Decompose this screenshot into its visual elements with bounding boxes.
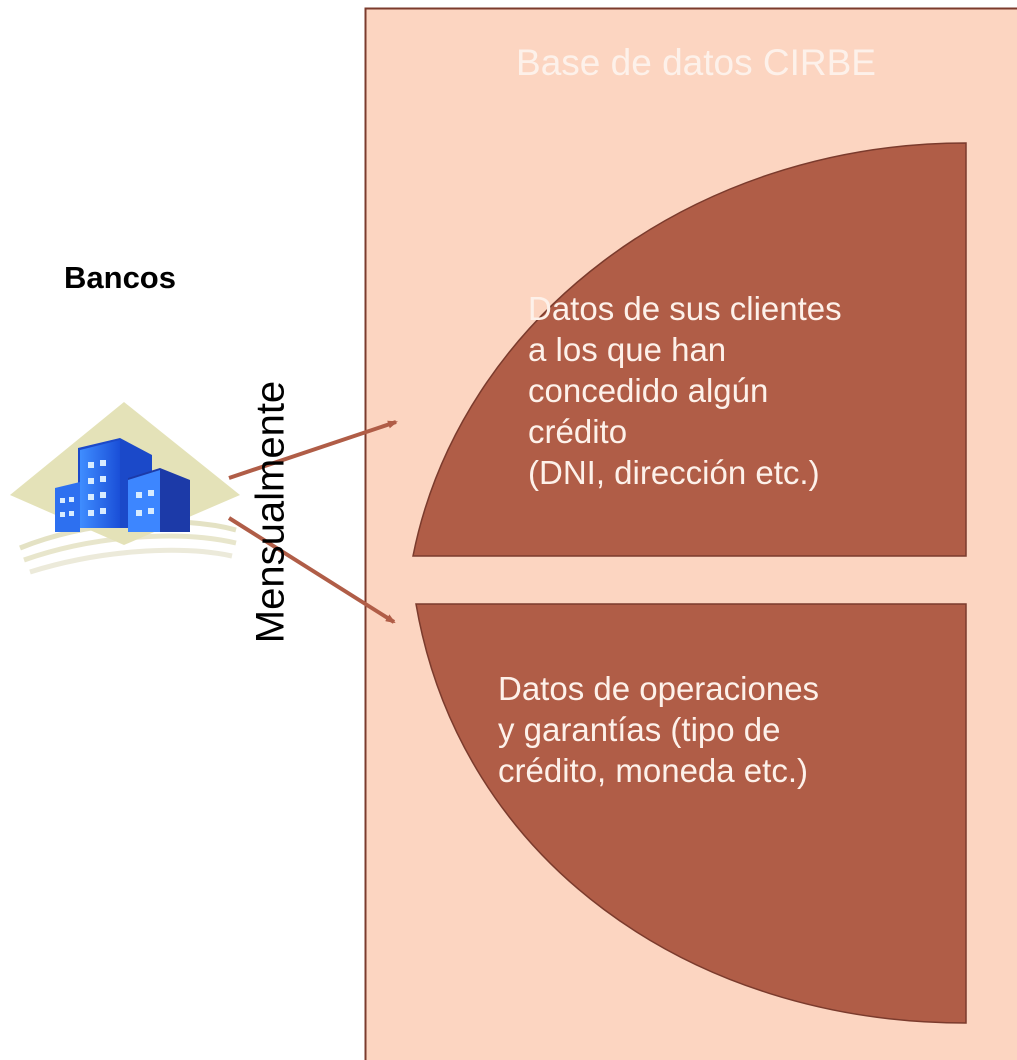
arrow-to-operations: [227, 516, 396, 624]
block-operations: [415, 603, 967, 1024]
database-title: Base de datos CIRBE: [516, 42, 876, 83]
block-operations-text: Datos de operaciones y garantías (tipo d…: [498, 670, 820, 789]
bank-buildings-icon: [10, 402, 240, 575]
block-clients-text: Datos de sus clientes a los que han conc…: [528, 290, 842, 491]
arrow-to-clients: [228, 420, 398, 480]
banks-label: Bancos: [64, 260, 176, 295]
block-clients: [412, 142, 967, 557]
frequency-label: Mensualmente: [248, 380, 293, 644]
